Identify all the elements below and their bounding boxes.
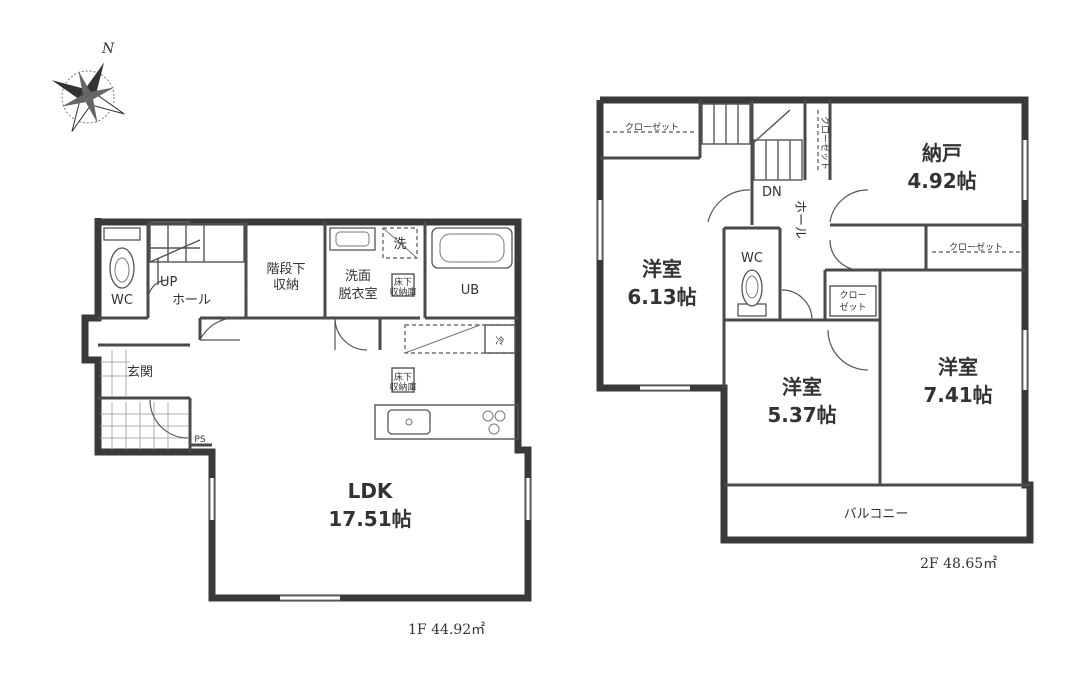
closet-vertical-label: クローゼット (819, 116, 831, 170)
western-room-3-size: 7.41帖 (923, 383, 992, 407)
compass-rose-icon: N (51, 41, 125, 132)
sink-icon (329, 227, 376, 251)
dn-label: DN (762, 185, 782, 200)
western-room-3-label: 洋室 (938, 355, 978, 379)
storage-room-size: 4.92帖 (907, 169, 976, 193)
underfloor-2-label-a: 床下 (394, 371, 412, 383)
underfloor-storage-1-box (391, 273, 415, 297)
compass-north-label: N (101, 41, 115, 57)
closet-3-label-b: ゼット (839, 301, 866, 313)
balcony-label: バルコニー (844, 507, 909, 522)
floor2-area-label: 2F 48.65㎡ (920, 556, 997, 572)
laundry-space (382, 227, 418, 259)
up-label: UP (160, 275, 178, 290)
western-room-2-label: 洋室 (782, 375, 822, 399)
bathtub-icon (431, 227, 513, 269)
stair-storage-label-1: 階段下 (266, 262, 305, 277)
fridge-label: 冷 (495, 335, 504, 347)
floor2-plan: 洋室 6.13帖 洋室 5.37帖 洋室 7.41帖 納戸 4.92帖 クローゼ… (596, 96, 1034, 572)
storage-room-label: 納戸 (922, 141, 962, 165)
washroom-label-1: 洗面 (345, 269, 371, 284)
western-room-2-size: 5.37帖 (767, 403, 836, 427)
stair-storage-label-2: 収納 (273, 278, 299, 293)
hall-2f-label: ホール (792, 200, 807, 239)
underfloor-storage-2-box (391, 367, 415, 393)
western-room-1-size: 6.13帖 (627, 285, 696, 309)
western-room-1-label: 洋室 (642, 257, 682, 281)
ldk-size-label: 17.51帖 (328, 507, 411, 531)
entrance-label: 玄関 (127, 365, 153, 380)
ldk-label: LDK (348, 479, 394, 503)
underfloor-1-label-a: 床下 (394, 276, 412, 288)
underfloor-1-label-b: 収納庫 (389, 286, 416, 298)
washroom-label-2: 脱衣室 (338, 286, 377, 302)
floor1-plan: LDK 17.51帖 WC UP ホール 階段下 収納 洗面 脱衣室 洗 UB … (81, 218, 532, 638)
toilet-2f-icon (737, 269, 767, 317)
ps-label: PS (194, 435, 205, 445)
wc-1f-label: WC (111, 293, 133, 308)
wc-2f-label: WC (741, 251, 763, 266)
ub-label: UB (461, 283, 479, 298)
underfloor-2-label-b: 収納庫 (389, 381, 416, 393)
floor1-area-label: 1F 44.92㎡ (408, 622, 485, 638)
entrance-tiles (100, 350, 188, 450)
toilet-1f-icon (103, 227, 141, 289)
stairs-1f (149, 223, 245, 285)
stairs-2f (701, 103, 803, 181)
closet-2-label: クローゼット (949, 241, 1003, 253)
laundry-label: 洗 (393, 237, 406, 252)
closet-1-label: クローゼット (625, 121, 679, 133)
kitchen-counter (374, 324, 519, 440)
closet-3-label-a: クロー (839, 290, 866, 301)
hall-1f-label: ホール (172, 293, 211, 308)
